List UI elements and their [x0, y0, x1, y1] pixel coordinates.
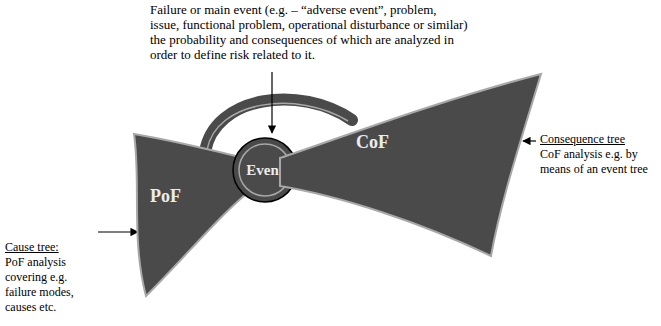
- leader-arrow: [271, 72, 272, 133]
- cause-heading: Cause tree:: [5, 240, 95, 255]
- leader-arrow: [523, 140, 536, 141]
- wing-label: PoF: [150, 186, 181, 207]
- cause-note: PoF analysis covering e.g. failure modes…: [5, 255, 89, 315]
- consequence-wing-shape: [272, 68, 548, 262]
- wing-label: CoF: [356, 132, 389, 153]
- leader-arrow: [98, 231, 138, 232]
- wing-label: Event: [246, 162, 284, 179]
- event-note: Failure or main event (e.g. – “adverse e…: [150, 2, 468, 62]
- consequence-wing-outline: [280, 74, 541, 256]
- node-label-holder: PoF: [150, 186, 181, 207]
- consequence-heading: Consequence tree: [540, 132, 658, 147]
- node-label-holder: CoF: [356, 132, 389, 153]
- consequence-note: CoF analysis e.g. by means of an event t…: [540, 147, 656, 177]
- consequence-wing: CoF: [272, 68, 548, 262]
